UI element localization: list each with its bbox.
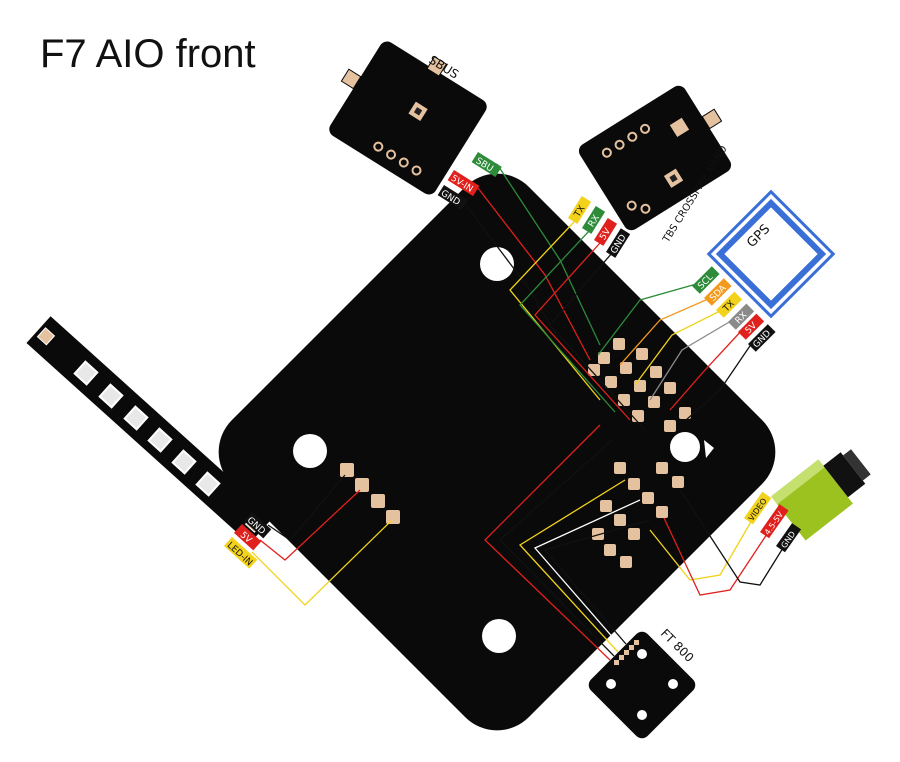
flight-controller-board [218, 173, 776, 731]
camera-module [771, 449, 871, 541]
camera-pin-gnd: GND [776, 523, 802, 553]
diagram-title: F7 AIO front [40, 32, 256, 76]
led-pixels [73, 360, 221, 497]
arrow-icon [704, 440, 714, 458]
fc-pads-lower [592, 462, 684, 568]
vtx-pads [614, 640, 639, 665]
vtx-module [588, 631, 696, 739]
mount-hole [482, 619, 516, 653]
mount-hole [637, 649, 647, 659]
wires [251, 163, 784, 661]
crossfire-receiver [578, 85, 732, 231]
mount-hole [668, 679, 678, 689]
mount-hole [480, 247, 514, 281]
pin-label: 4.5-5V [763, 510, 786, 537]
gps-pins: SCL SDA TX RX 5V GND [692, 266, 776, 352]
sbus-receiver [329, 41, 487, 195]
fc-pads-led [340, 463, 400, 524]
mount-hole [670, 432, 700, 462]
gps-module [706, 189, 836, 319]
mount-hole [606, 679, 616, 689]
fc-pads-upper [588, 338, 691, 432]
camera-pin-power: 4.5-5V [760, 504, 789, 539]
mount-hole [637, 710, 647, 720]
sbus-pin-sbu: SBU [471, 152, 502, 178]
mount-hole [293, 434, 327, 468]
